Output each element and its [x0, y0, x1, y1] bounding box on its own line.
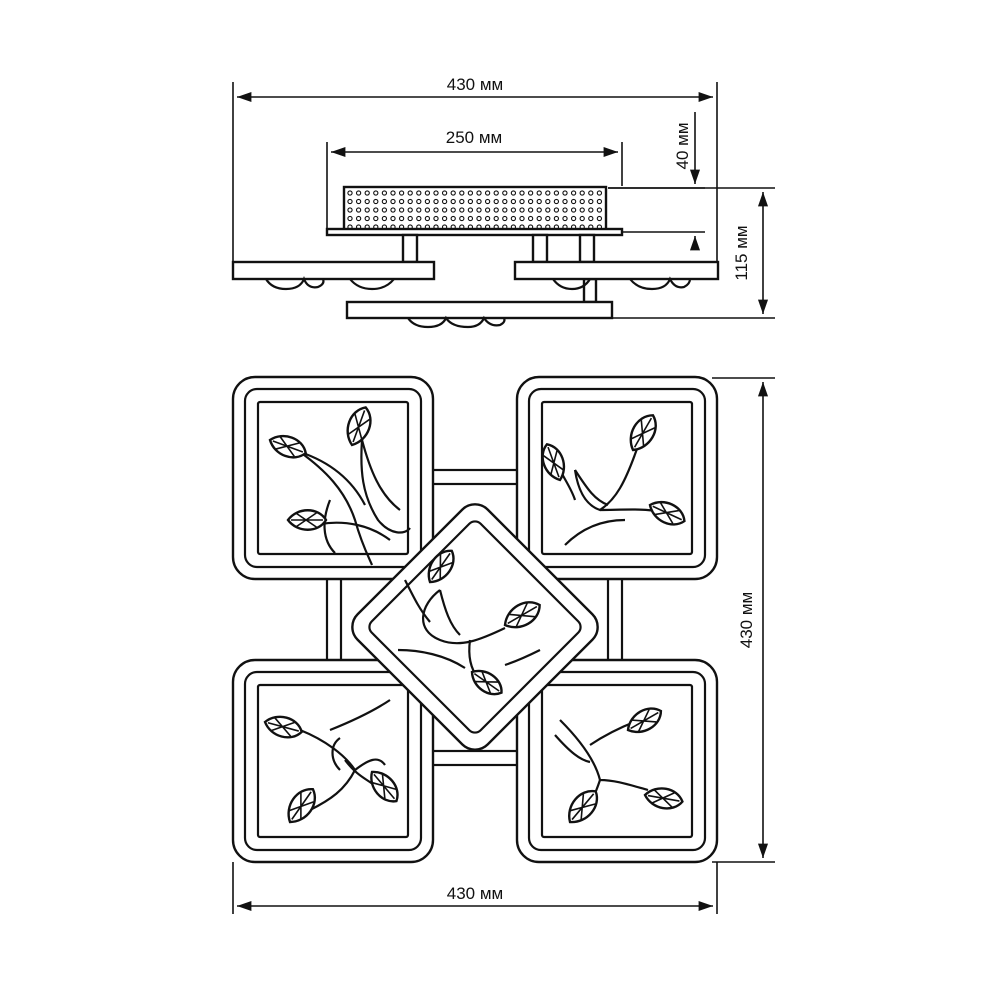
- corner-frames: [231, 375, 719, 864]
- corner-frame: [231, 375, 435, 581]
- crystal-leaf: [629, 414, 657, 452]
- total-height-dimension: 115 мм: [608, 187, 775, 319]
- crystal-leaf: [287, 788, 316, 824]
- crystal-leaf: [263, 715, 304, 739]
- side-view: 430 мм 250 мм 40 мм 115 мм: [231, 75, 775, 329]
- crystal-leaf: [626, 707, 663, 734]
- body-width-dimension: 250 мм: [326, 128, 623, 230]
- overall-width-dimension: 430 мм: [232, 75, 718, 262]
- crystal-leaf: [503, 601, 541, 629]
- crystal-leaf: [541, 442, 566, 482]
- side-crystals: [265, 276, 692, 329]
- crystal-leaf: [370, 770, 399, 803]
- branch-bottom-left: [263, 699, 399, 824]
- top-view: 430 мм 430 мм: [231, 375, 775, 914]
- ceiling-body: [325, 185, 624, 237]
- total-height-label: 115 мм: [732, 225, 751, 280]
- crystal-leaf: [286, 509, 328, 531]
- top-height-label: 430 мм: [737, 592, 756, 648]
- branch-center: [397, 549, 541, 696]
- leaf-branches: [263, 406, 686, 824]
- crystal-leaf: [568, 789, 599, 824]
- branch-top-right: [541, 414, 686, 546]
- overall-width-label: 430 мм: [447, 75, 503, 94]
- body-height-label: 40 мм: [673, 122, 692, 169]
- corner-frame: [515, 375, 719, 581]
- center-cross-frame: [325, 468, 624, 767]
- crystal-leaf: [470, 669, 503, 696]
- corner-frame: [515, 658, 719, 864]
- perforation-pattern: [347, 190, 603, 230]
- crystal-leaf: [643, 787, 684, 810]
- crystal-leaf: [648, 500, 686, 526]
- center-diamond: [351, 503, 599, 751]
- top-width-label: 430 мм: [447, 884, 503, 903]
- branch-top-left: [268, 406, 411, 566]
- crystal-leaf: [268, 434, 308, 459]
- crystal-leaf: [427, 549, 455, 584]
- crystal-leaf: [346, 406, 372, 447]
- side-frames: [231, 260, 720, 320]
- top-width-dimension: 430 мм: [232, 862, 718, 914]
- branch-bottom-right: [554, 707, 684, 824]
- body-width-label: 250 мм: [446, 128, 502, 147]
- top-height-dimension: 430 мм: [712, 377, 775, 863]
